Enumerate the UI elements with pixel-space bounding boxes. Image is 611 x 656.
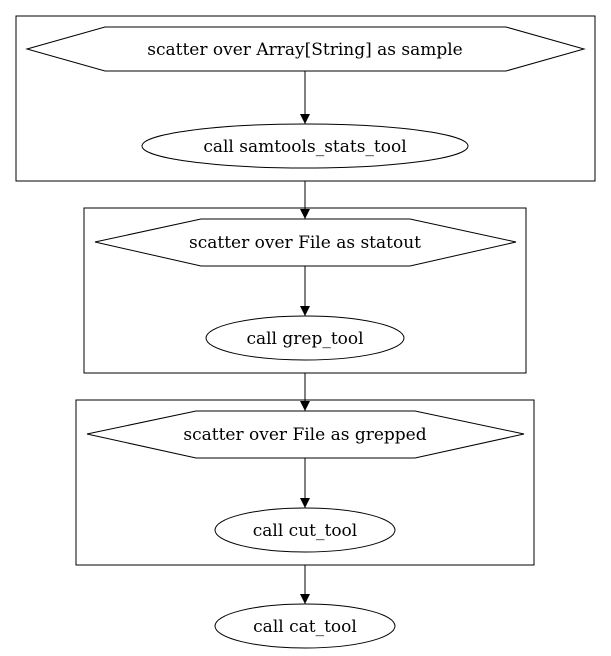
call-label-cat: call cat_tool — [253, 617, 357, 637]
call-node-cat — [214, 603, 396, 649]
call-label-grep: call grep_tool — [246, 329, 363, 349]
scatter-label-sample: scatter over Array[String] as sample — [147, 40, 463, 60]
scatter-label-statout: scatter over File as statout — [189, 233, 421, 253]
cluster-grepped-scatter: scatter over File as grepped call cut_to… — [75, 399, 535, 566]
scatter-node-sample — [25, 26, 586, 72]
scatter-node-grepped — [86, 410, 525, 459]
final-call: call cat_tool — [214, 603, 396, 649]
cluster-statout-scatter: scatter over File as statout call grep_t… — [83, 207, 527, 374]
scatter-node-statout — [94, 218, 517, 267]
call-label-cut: call cut_tool — [253, 521, 357, 541]
cluster-sample-scatter: scatter over Array[String] as sample cal… — [15, 15, 596, 182]
call-label-samtools-stats: call samtools_stats_tool — [203, 137, 406, 157]
scatter-label-grepped: scatter over File as grepped — [183, 425, 426, 445]
